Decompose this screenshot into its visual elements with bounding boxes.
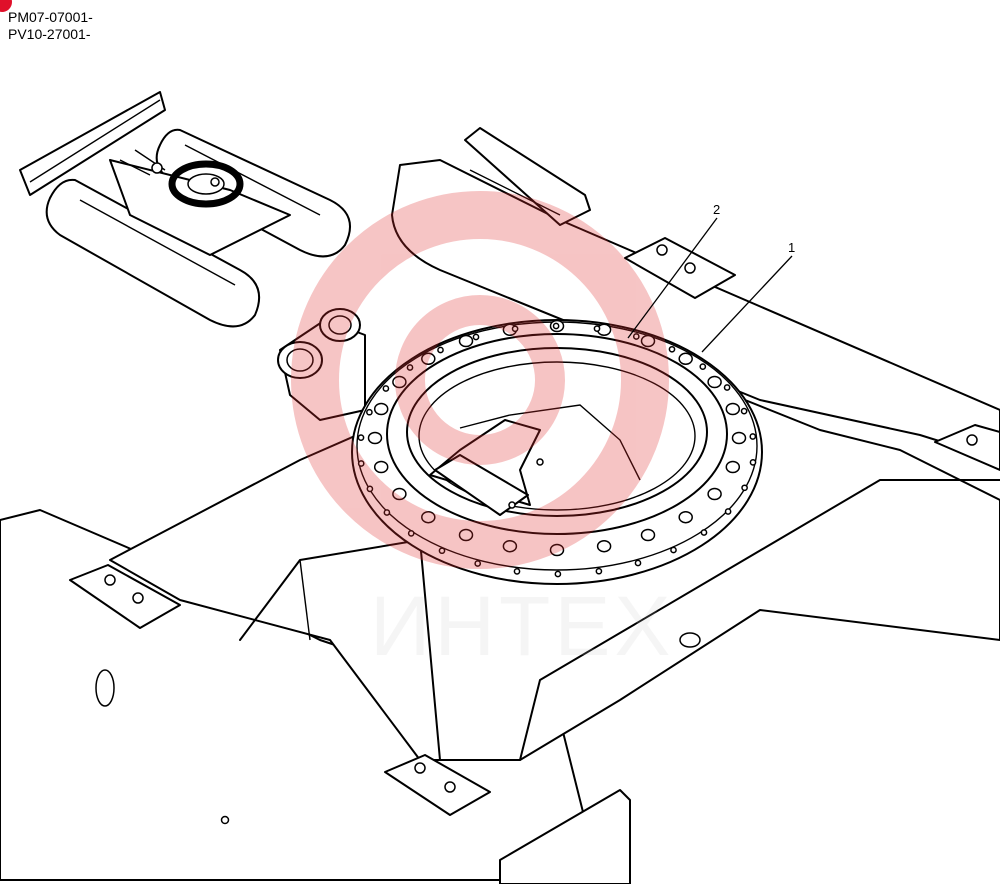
bearing-hole — [382, 385, 390, 392]
bearing-bolt — [373, 460, 389, 474]
mounting-pad-right — [934, 424, 1000, 471]
bearing-hole — [472, 333, 480, 341]
bearing-hole — [699, 363, 707, 370]
callout-1-label: 1 — [788, 240, 795, 255]
bearing-hole — [741, 484, 748, 492]
overview-inset — [19, 91, 351, 328]
bearing-hole — [724, 508, 732, 515]
bearing-hole — [407, 530, 415, 537]
inset-ring-highlight — [168, 160, 244, 208]
bearing-hole — [634, 559, 642, 567]
bearing-hole — [357, 434, 365, 441]
bearing-hole — [513, 568, 521, 575]
bearing-hole — [632, 333, 640, 340]
bearing-bolt — [678, 352, 693, 366]
bearing-hole — [437, 346, 444, 354]
bearing-hole — [595, 567, 603, 575]
corner-marker — [0, 0, 12, 12]
bearing-hole — [366, 408, 373, 416]
bearing-hole — [668, 345, 676, 353]
bearing-bolt — [731, 431, 747, 445]
bearing-bolt — [596, 539, 612, 553]
mounting-pad-bottom — [384, 754, 491, 816]
bearing-hole — [593, 325, 601, 332]
bearing-hole — [554, 570, 562, 578]
bearing-bolt — [421, 510, 436, 524]
bearing-hole — [700, 529, 708, 536]
callout-2-label: 2 — [713, 202, 720, 217]
bearing-bolt — [640, 334, 656, 348]
bearing-hole — [438, 547, 446, 555]
bearing-bolt — [678, 510, 693, 524]
bearing-bolt — [392, 375, 407, 389]
watermark-text: ИНТЕХ — [370, 579, 674, 673]
bearing-hole — [366, 485, 374, 493]
watermark: ИНТЕХ — [291, 191, 674, 673]
bearing-bolt — [502, 539, 518, 553]
bearing-hole — [511, 325, 519, 333]
bearing-hole — [723, 384, 731, 391]
bearing-hole — [749, 459, 757, 466]
callout-1: 1 — [701, 240, 795, 353]
bearing-bolt — [373, 402, 389, 416]
bearing-bolt — [707, 375, 722, 389]
callout-2: 2 — [627, 202, 720, 339]
bearing-hole — [474, 560, 482, 567]
bearing-hole — [552, 322, 560, 330]
bearing-bolt — [549, 543, 565, 557]
serial-range-2: PV10-27001- — [8, 26, 91, 42]
bearing-bolt — [392, 487, 407, 501]
boom-bracket — [277, 308, 366, 421]
bearing-hole — [749, 433, 757, 440]
serial-range-1: PM07-07001- — [8, 9, 93, 25]
bearing-hole — [383, 509, 391, 516]
bearing-bolt — [725, 460, 741, 474]
bearing-hole — [740, 407, 748, 415]
bearing-bolt — [458, 528, 474, 542]
bearing-bolt-ring — [357, 319, 757, 578]
bearing-bolt — [458, 334, 474, 348]
bearing-hole — [670, 546, 677, 554]
bearing-bolt — [367, 431, 383, 445]
bearing-hole — [406, 364, 414, 371]
bearing-bolt — [707, 487, 722, 501]
bearing-bolt — [725, 402, 741, 416]
bearing-bolt — [421, 352, 436, 366]
swing-bearing — [351, 319, 763, 585]
bearing-bolt — [640, 528, 656, 542]
mounting-pad-left — [69, 564, 181, 629]
bearing-hole — [357, 460, 365, 467]
